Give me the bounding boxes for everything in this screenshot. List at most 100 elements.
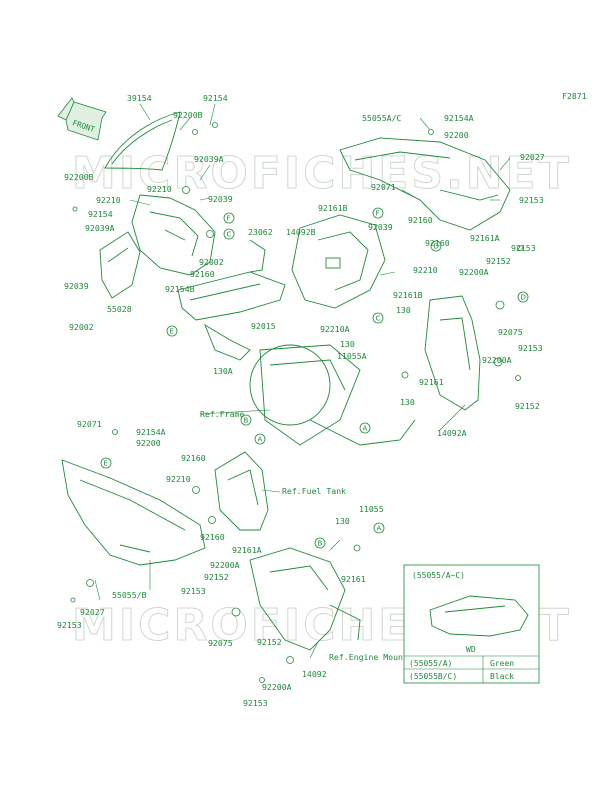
part-label: 92039: [368, 222, 393, 232]
part-label: 92161B: [318, 203, 348, 213]
part-label: 92200A: [210, 560, 240, 570]
part-label: 92152: [204, 572, 229, 582]
callout-circles: F C E D C A B A E B A F D: [100, 207, 529, 549]
callout-f-1: F: [223, 212, 235, 224]
ref-frame-part: [249, 344, 416, 446]
svg-text:A: A: [258, 436, 263, 444]
part-label: 92210: [96, 195, 121, 205]
part-label: 92039: [64, 281, 89, 291]
stay-bracket-part: [177, 239, 286, 361]
callout-f-2: F: [372, 207, 384, 219]
part-label: 92039A: [85, 223, 115, 233]
part-label: 11055: [359, 504, 384, 514]
part-label: 92154: [203, 93, 228, 103]
part-label: 92161: [419, 377, 444, 387]
part-label: 92154A: [136, 427, 166, 437]
part-label: 92153: [181, 586, 206, 596]
part-label: 14092: [302, 669, 327, 679]
fuel-tank-cover-part: [214, 451, 269, 531]
svg-text:A: A: [377, 525, 382, 533]
legend-row-color: Green: [490, 659, 514, 668]
legend-row-code: (55055/A): [409, 659, 452, 668]
svg-text:B: B: [244, 417, 249, 425]
inner-panel-right-part: [291, 214, 386, 309]
part-number-labels: 39154 92200B 92154 92200B 92039A 92210 9…: [57, 93, 545, 708]
part-label: 92153: [511, 243, 536, 253]
inner-panel-lower-part: [249, 547, 361, 651]
callout-d-2: D: [517, 291, 529, 303]
callout-b-2: B: [314, 537, 326, 549]
leader-lines: [94, 103, 511, 659]
part-label: 55055/B: [112, 590, 147, 600]
part-label: 92154: [88, 209, 113, 219]
side-cowl-upper-right-part: [339, 137, 511, 231]
part-label: 92161A: [232, 545, 262, 555]
part-label: 130A: [213, 366, 233, 376]
part-label: 92160: [408, 215, 433, 225]
callout-a-1: A: [254, 433, 266, 445]
callout-e-1: E: [166, 325, 178, 337]
part-label: 92200: [136, 438, 161, 448]
part-label: 92002: [199, 257, 224, 267]
part-label: 92071: [77, 419, 102, 429]
svg-text:E: E: [104, 460, 108, 468]
part-label: 92200A: [459, 267, 489, 277]
windshield-part: [104, 111, 181, 171]
callout-c-2: C: [372, 312, 384, 324]
part-label: 92039A: [194, 154, 224, 164]
part-label: 92152: [257, 637, 282, 647]
part-label: 92210: [413, 265, 438, 275]
legend-title: (55055/A~C): [412, 571, 465, 580]
part-label: 92160: [190, 269, 215, 279]
part-label: 92152: [486, 256, 511, 266]
callout-a-2: A: [359, 422, 371, 434]
callout-b-1: B: [240, 414, 252, 426]
part-label: 92160: [181, 453, 206, 463]
part-label: Ref.Fuel Tank: [282, 486, 346, 496]
callout-e-2: E: [100, 457, 112, 469]
part-label: 92071: [371, 182, 396, 192]
part-label: 92200B: [64, 172, 94, 182]
part-label: 92153: [243, 698, 268, 708]
svg-text:D: D: [434, 243, 439, 251]
part-label: 92161: [341, 574, 366, 584]
color-legend-box: (55055/A~C) WD (55055/A) Green (55055B/C…: [403, 564, 540, 684]
part-label: 23062: [248, 227, 273, 237]
side-panel-right-part: [424, 295, 481, 411]
part-label: 92153: [518, 343, 543, 353]
part-label: 92200: [444, 130, 469, 140]
part-label: 130: [400, 397, 415, 407]
legend-sub: WD: [466, 645, 476, 654]
part-label: 14092B: [286, 227, 316, 237]
part-label: 92210A: [320, 324, 350, 334]
part-label: 92039: [208, 194, 233, 204]
part-label: 92027: [80, 607, 105, 617]
part-label: Ref.Engine Mount: [329, 652, 408, 662]
part-label: 92153: [57, 620, 82, 630]
part-label: 92075: [208, 638, 233, 648]
part-label: 92161A: [470, 233, 500, 243]
fastener-marks: [70, 122, 523, 683]
svg-text:B: B: [318, 540, 323, 548]
part-label: 92154B: [165, 284, 195, 294]
part-label: 92015: [251, 321, 276, 331]
part-label: 92161B: [393, 290, 423, 300]
svg-text:F: F: [227, 215, 231, 223]
callout-c-1: C: [223, 228, 235, 240]
part-label: 39154: [127, 93, 152, 103]
part-label: 92210: [166, 474, 191, 484]
part-label: 130: [335, 516, 350, 526]
legend-row-code: (55055B/C): [409, 672, 457, 681]
figure-code: F2871: [562, 91, 587, 101]
part-label: 92200A: [262, 682, 292, 692]
part-label: 11055A: [337, 351, 367, 361]
front-arrow-icon: FRONT: [57, 97, 107, 141]
part-label: 92002: [69, 322, 94, 332]
part-label: 55028: [107, 304, 132, 314]
svg-text:C: C: [227, 231, 232, 239]
part-label: 14092A: [437, 428, 467, 438]
svg-text:E: E: [170, 328, 174, 336]
svg-text:C: C: [376, 315, 381, 323]
legend-row-color: Black: [490, 672, 514, 681]
